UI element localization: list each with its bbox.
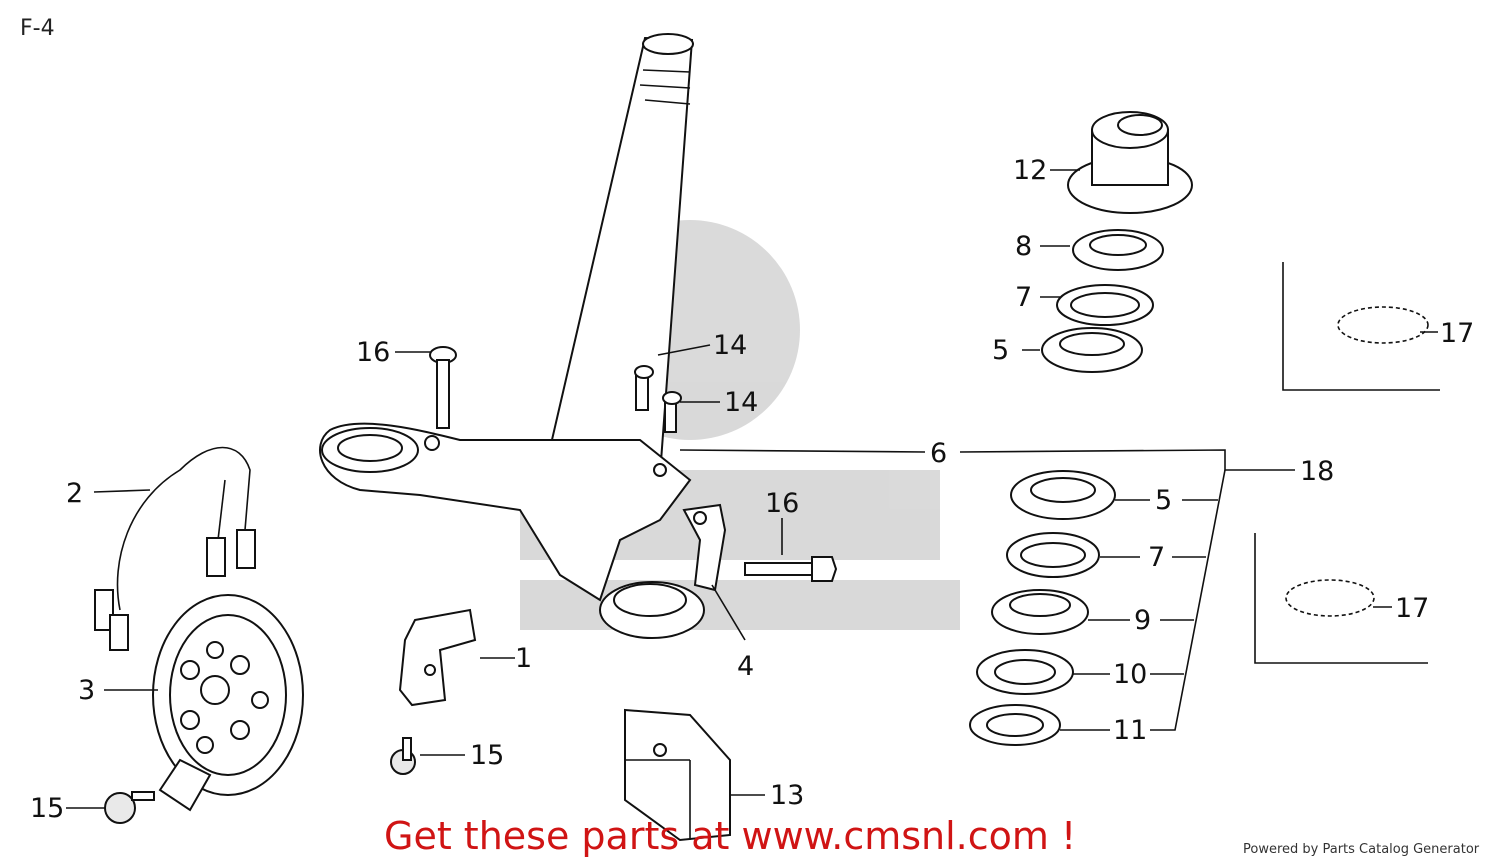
switch-13	[624, 708, 731, 842]
callout-11: 11	[1113, 715, 1148, 746]
callout-16-lower: 16	[765, 488, 800, 519]
horn-3	[152, 594, 304, 812]
screw-14-lower	[662, 391, 682, 433]
callout-10: 10	[1113, 659, 1148, 690]
callout-4: 4	[737, 651, 755, 682]
bolt-16-upper	[429, 346, 457, 429]
figure-title: F-4	[20, 16, 55, 41]
dust-seal-10	[976, 649, 1074, 695]
bottom-cone-race-9	[991, 589, 1089, 635]
callout-6: 6	[930, 438, 948, 469]
callout-17-upper: 17	[1440, 318, 1475, 349]
callout-1: 1	[515, 643, 533, 674]
ball-race-5-lower	[1010, 470, 1116, 520]
steering-bridge	[319, 422, 705, 639]
adjusting-nut-12	[1067, 111, 1193, 214]
top-cone-race-8	[1072, 229, 1164, 271]
callout-13: 13	[770, 780, 805, 811]
callout-5-upper: 5	[992, 335, 1010, 366]
callout-5-lower: 5	[1155, 485, 1173, 516]
callout-9: 9	[1134, 605, 1152, 636]
callout-18: 18	[1300, 456, 1335, 487]
callout-7-lower: 7	[1148, 542, 1166, 573]
callout-3: 3	[78, 675, 96, 706]
bearing-7-upper	[1056, 284, 1154, 326]
callout-15-upper: 15	[470, 740, 505, 771]
callout-14-upper: 14	[713, 330, 748, 361]
bearing-7-lower	[1006, 532, 1100, 578]
screw-15-lower	[104, 791, 155, 824]
callout-8: 8	[1015, 231, 1033, 262]
bracket-1	[398, 608, 477, 707]
ball-race-5-upper	[1041, 327, 1143, 373]
washer-11	[969, 704, 1061, 746]
cmsnl-link[interactable]: Get these parts at www.cmsnl.com !	[384, 814, 1077, 858]
callout-12: 12	[1013, 155, 1048, 186]
leader-lines	[66, 169, 1438, 809]
steel-balls-17-lower	[1254, 533, 1428, 664]
wire-harness-2	[94, 446, 256, 651]
screw-14-upper	[634, 365, 654, 411]
callout-15-lower: 15	[30, 793, 65, 824]
powered-by-label: Powered by Parts Catalog Generator	[1243, 842, 1480, 857]
screw-15-upper	[390, 737, 416, 775]
steel-balls-17-upper	[1282, 262, 1440, 391]
callout-7-upper: 7	[1015, 282, 1033, 313]
callout-2: 2	[66, 478, 84, 509]
callout-17-lower: 17	[1395, 593, 1430, 624]
callout-16-upper: 16	[356, 337, 391, 368]
bolt-16-lower	[744, 556, 838, 582]
callout-14-lower: 14	[724, 387, 759, 418]
steering-stem	[543, 33, 694, 477]
